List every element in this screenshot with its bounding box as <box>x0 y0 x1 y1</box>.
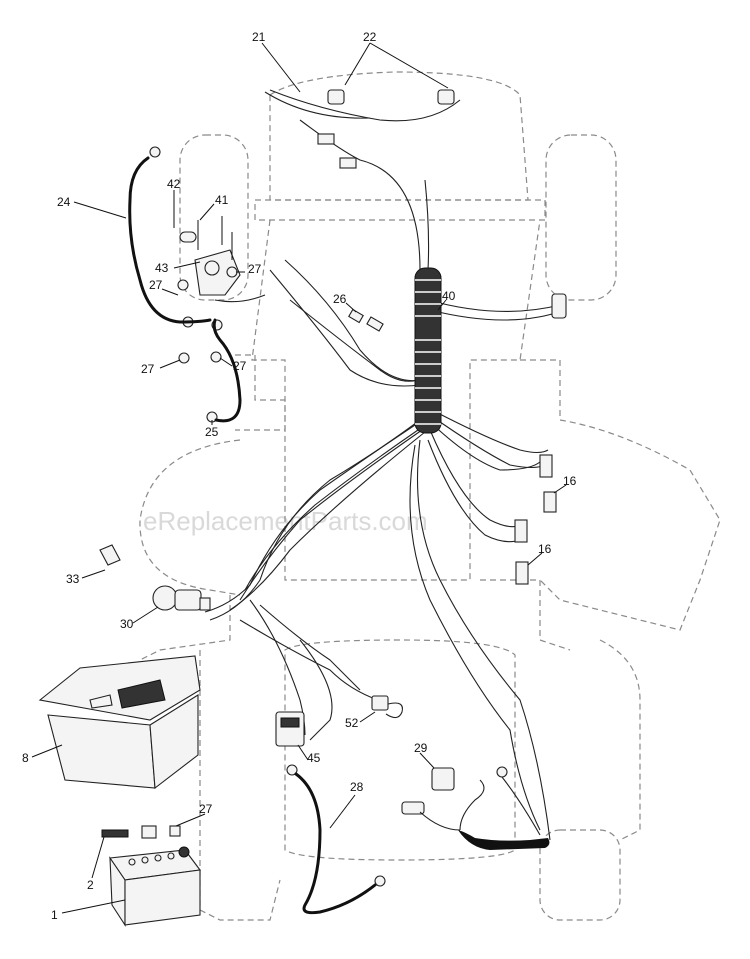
callout-30: 30 <box>120 617 134 631</box>
callout-45: 45 <box>307 751 321 765</box>
battery-box <box>38 655 201 790</box>
battery <box>109 846 202 927</box>
main-harness-wires <box>204 89 566 841</box>
pto-coil-cable <box>401 766 550 850</box>
callout-22: 22 <box>363 30 377 44</box>
callout-41: 41 <box>215 193 229 207</box>
rear-connectors <box>514 293 567 585</box>
callout-33: 33 <box>66 572 80 586</box>
headlight-connectors <box>317 89 455 169</box>
callout-25: 25 <box>205 425 219 439</box>
callout-27-e: 27 <box>199 802 213 816</box>
callout-27-c: 27 <box>141 362 155 376</box>
callout-52: 52 <box>345 716 359 730</box>
callout-27-d: 27 <box>233 359 247 373</box>
callout-2: 2 <box>87 878 94 892</box>
chassis-outline <box>139 71 721 921</box>
relay <box>371 695 403 719</box>
callout-40: 40 <box>442 289 456 303</box>
bracket-33 <box>99 544 121 566</box>
callout-28: 28 <box>350 780 364 794</box>
callout-8: 8 <box>22 751 29 765</box>
solenoid-assembly <box>177 216 266 364</box>
callout-43: 43 <box>155 261 169 275</box>
leader-lines <box>31 42 567 914</box>
battery-cable-24 <box>128 146 212 324</box>
callout-16-a: 16 <box>563 474 577 488</box>
callout-42: 42 <box>167 177 181 191</box>
callout-16-b: 16 <box>538 542 552 556</box>
callout-26: 26 <box>333 292 347 306</box>
fuse-holder <box>348 308 384 332</box>
ground-cable-28 <box>286 764 386 915</box>
sleeve-ribs <box>415 279 441 425</box>
callout-1: 1 <box>51 908 58 922</box>
callout-21: 21 <box>252 30 266 44</box>
callout-29: 29 <box>414 741 428 755</box>
callout-labels: 21 22 24 42 41 43 27 27 27 27 26 40 25 1… <box>22 30 577 922</box>
callout-24: 24 <box>57 195 71 209</box>
terminal-bolt <box>101 825 181 839</box>
callout-27-a: 27 <box>248 262 262 276</box>
ignition-switch <box>152 585 211 611</box>
callout-27-b: 27 <box>149 278 163 292</box>
harness-sleeve <box>414 267 442 434</box>
hour-meter <box>275 711 305 747</box>
